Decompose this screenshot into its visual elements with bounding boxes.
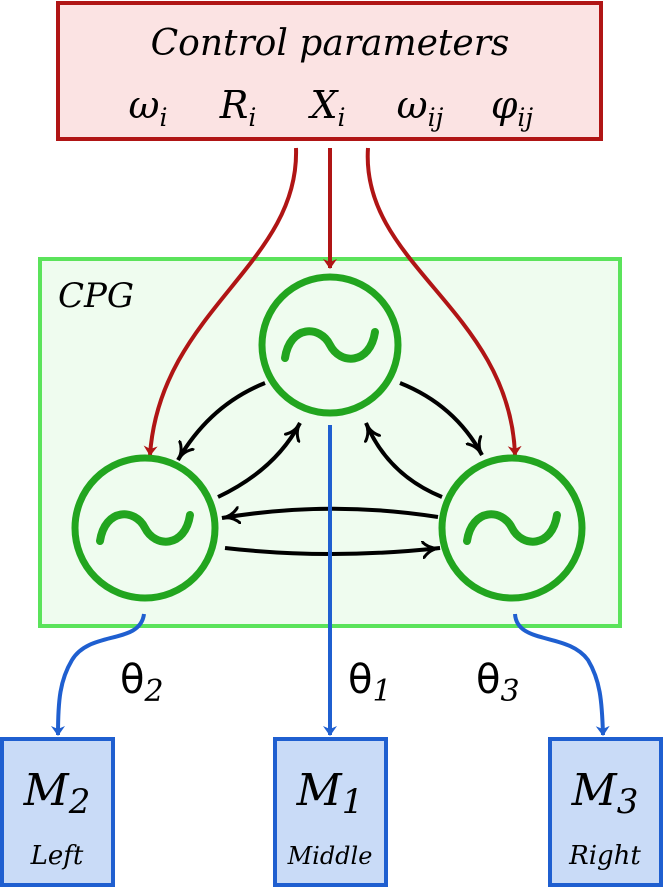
coupling-right-to-middle [366,422,443,499]
param-x-i: Xi [307,83,345,132]
control-arrow-right [365,147,522,456]
cpg-label: CPG [58,276,134,316]
motor-right-name: M3 [571,765,639,822]
param-r-i: Ri [219,83,257,132]
param-phi-ij: φij [491,83,534,132]
sine-wave-icon [463,510,561,546]
output-arrow-left [51,613,146,736]
motor-left: M2 Left [0,737,115,887]
control-parameters-box: Control parameters ωi Ri Xi ωij φij [56,1,603,141]
motor-right: M3 Right [548,737,663,887]
param-omega-i: ωi [129,83,168,132]
control-box-frame [56,1,603,141]
motor-left-label: Left [30,841,84,871]
theta-2-label: θ2 [120,657,164,709]
output-arrow-right [513,613,610,736]
theta-1-label: θ1 [348,657,392,709]
motor-middle-name: M1 [296,765,364,822]
motor-left-box [0,737,115,887]
oscillator-left [71,454,219,602]
motor-right-label: Right [568,841,641,871]
motor-middle-label: Middle [287,842,373,870]
coupling-left-to-middle [217,422,302,499]
control-title: Control parameters [151,23,510,64]
sine-wave-icon [281,327,379,363]
theta-3-label: θ3 [476,657,520,709]
oscillator-middle [258,273,402,417]
motor-right-box [548,737,663,887]
control-arrow-left [143,147,299,456]
coupling-middle-to-left [176,381,266,462]
coupling-middle-to-right [399,381,484,456]
oscillator-right [438,454,586,602]
sine-wave-icon [96,510,194,546]
motor-middle-box [273,737,388,887]
param-omega-ij: ωij [397,83,444,132]
motor-middle: M1 Middle [273,737,388,887]
motor-left-name: M2 [23,765,91,822]
